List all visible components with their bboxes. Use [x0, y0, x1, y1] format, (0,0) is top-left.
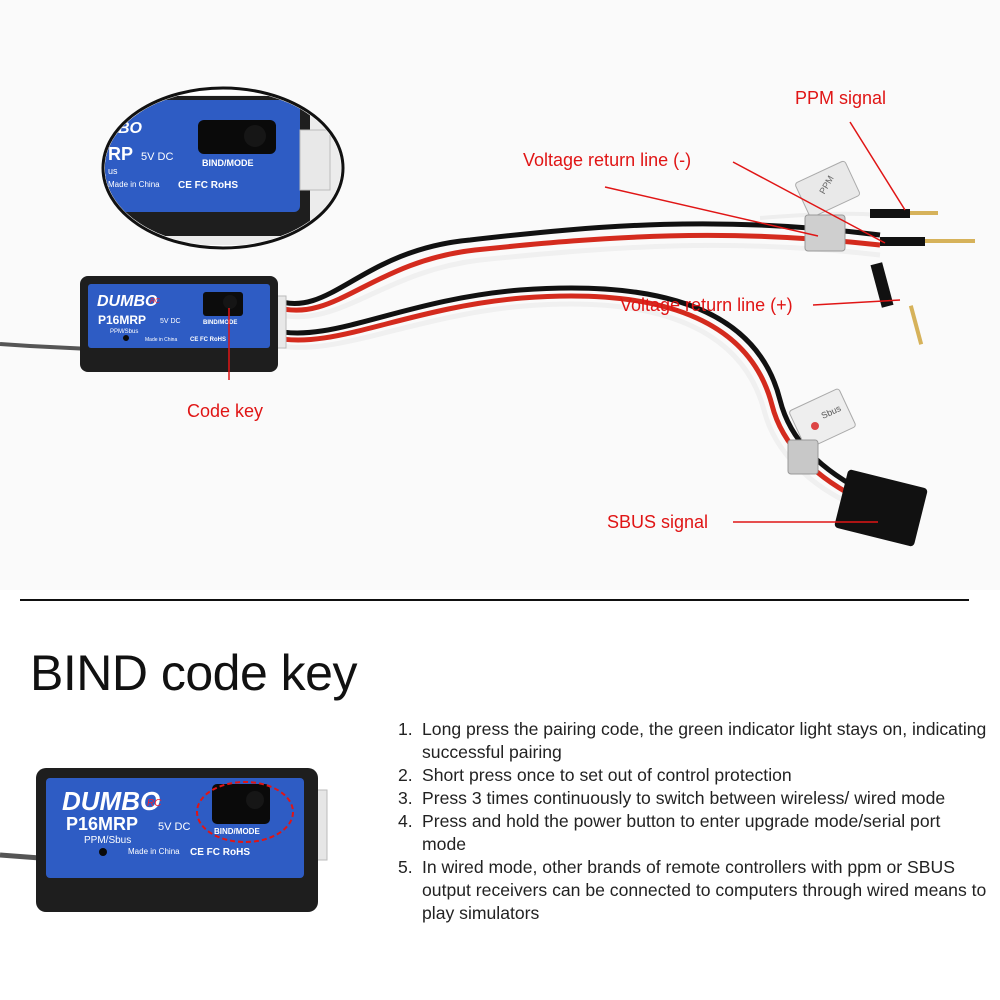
instruction-text: Press 3 times continuously to switch bet… — [422, 788, 946, 808]
instruction-item: 3. Press 3 times continuously to switch b… — [398, 787, 988, 810]
device-bind-label: BIND/MODE — [203, 320, 237, 326]
instruction-text: Press and hold the power button to enter… — [422, 811, 941, 854]
instruction-item: 1. Long press the pairing code, the green… — [398, 718, 988, 764]
instruction-number: 2. — [398, 765, 413, 785]
code-key-callout: Code key — [187, 401, 264, 421]
closeup-voltage: 5V DC — [141, 151, 173, 163]
receiver-wiring-illustration: DUMBO RC P16MRP 5V DC PPM/Sbus Made in C… — [0, 86, 975, 547]
closeup2-model: P16MRP — [66, 814, 138, 834]
ppm-cable-bundle — [274, 211, 881, 320]
instruction-number: 3. — [398, 788, 413, 808]
sbus-connector-group: Sbus — [787, 388, 928, 547]
instruction-text: Long press the pairing code, the green i… — [422, 719, 987, 762]
bind-button-highlight — [196, 781, 294, 843]
sbus-cable-bundle — [271, 285, 872, 511]
closeup-origin: Made in China — [108, 180, 160, 189]
closeup-brand: BO — [118, 120, 143, 137]
closeup2-bind-label: BIND/MODE — [214, 827, 260, 836]
instruction-list: 1. Long press the pairing code, the green… — [398, 718, 988, 925]
instruction-number: 5. — [398, 857, 413, 877]
closeup2-brand: DUMBO — [62, 786, 160, 816]
bind-button — [203, 292, 243, 316]
closeup2-protocol: PPM/Sbus — [84, 835, 131, 846]
instruction-number: 1. — [398, 719, 413, 739]
instruction-item: 2. Short press once to set out of control… — [398, 764, 988, 787]
closeup2-voltage: 5V DC — [158, 821, 190, 833]
instruction-number: 4. — [398, 811, 413, 831]
receiver-wiring-photo: DUMBO RC P16MRP 5V DC PPM/Sbus Made in C… — [0, 86, 975, 547]
closeup2-marks: CE FC RoHS — [190, 847, 250, 858]
callout-lines — [228, 121, 906, 523]
section-title: BIND code key — [30, 645, 357, 701]
device-protocol: PPM/Sbus — [110, 329, 138, 335]
closeup-protocol: us — [108, 166, 118, 176]
receiver-closeup-photo: DUMBO RC P16MRP 5V DC PPM/Sbus Made in C… — [0, 740, 330, 925]
bind-button-closeup: BIND/MODE BO RP 5V DC us Made in China C… — [101, 86, 345, 250]
ppm-signal-callout: PPM signal — [795, 88, 887, 108]
instruction-item: 4. Press and hold the power button to ent… — [398, 810, 988, 856]
sbus-signal-callout: SBUS signal — [607, 512, 709, 532]
closeup-model: RP — [108, 144, 133, 164]
closeup2-led — [99, 848, 107, 856]
instruction-text: In wired mode, other brands of remote co… — [422, 857, 987, 923]
closeup2-origin: Made in China — [128, 847, 180, 856]
device-origin: Made in China — [145, 337, 177, 343]
closeup-marks: CE FC RoHS — [178, 180, 238, 191]
antenna-wire — [0, 342, 91, 351]
voltage-return-positive-callout: Voltage return line (+) — [620, 295, 793, 315]
instruction-text: Short press once to set out of control p… — [422, 765, 792, 785]
device-marks: CE FC RoHS — [190, 337, 226, 343]
voltage-return-negative-callout: Voltage return line (-) — [523, 150, 692, 170]
device-voltage: 5V DC — [160, 318, 181, 325]
receiver-closeup-illustration: DUMBO RC P16MRP 5V DC PPM/Sbus Made in C… — [0, 768, 328, 912]
instruction-item: 5. In wired mode, other brands of remote … — [398, 856, 988, 925]
led-indicator — [123, 335, 129, 341]
closeup-bind-label: BIND/MODE — [202, 158, 254, 168]
device-model: P16MRP — [98, 313, 146, 327]
device-brand-suffix: RC — [150, 298, 161, 305]
device-brand: DUMBO — [97, 293, 158, 310]
receiver-unit: DUMBO RC P16MRP 5V DC PPM/Sbus Made in C… — [80, 276, 287, 372]
section-divider — [20, 599, 969, 601]
closeup2-brand-suffix: RC — [147, 798, 162, 809]
ppm-connector-group: PPM — [795, 160, 975, 345]
